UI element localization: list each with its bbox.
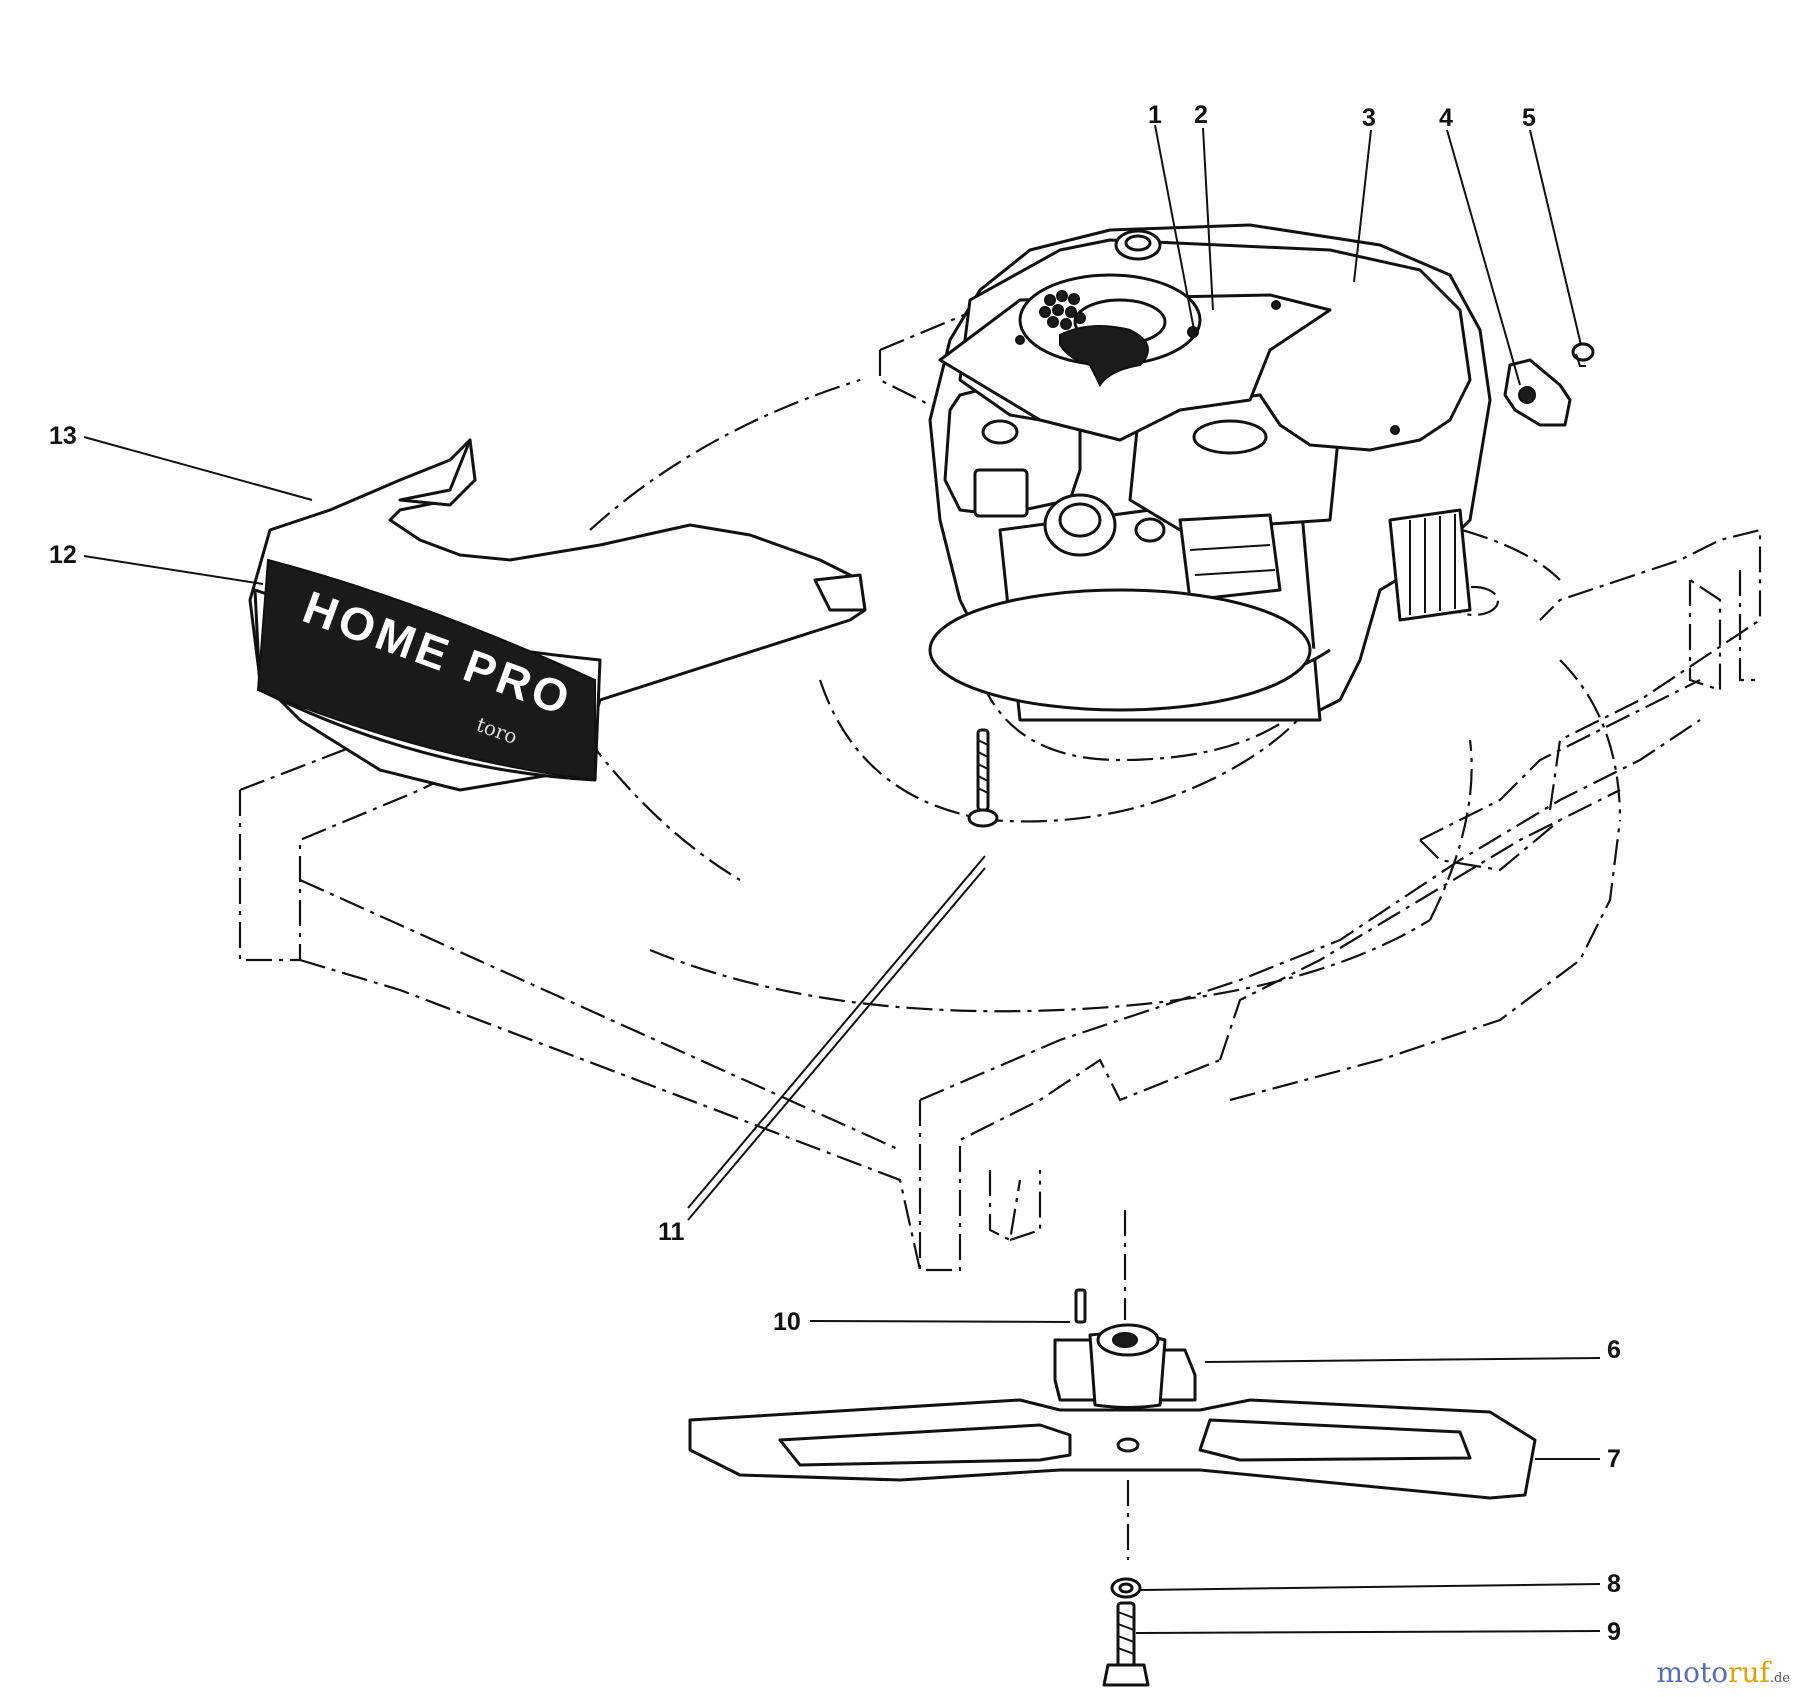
- callout-10: 10: [773, 1308, 801, 1336]
- callout-8: 8: [1607, 1570, 1621, 1598]
- callout-7: 7: [1607, 1445, 1621, 1473]
- screw: [1571, 342, 1595, 367]
- callout-2: 2: [1194, 101, 1208, 129]
- callouts: 1 2 3 4 5 6 7 8 9 10 11 12 13: [49, 101, 1621, 1646]
- callout-12: 12: [49, 541, 77, 569]
- washer: [1110, 1577, 1142, 1599]
- watermark-part-2: ruf: [1728, 1656, 1770, 1689]
- blade-bolt: [1102, 1601, 1150, 1687]
- callout-4: 4: [1439, 104, 1453, 132]
- callout-1: 1: [1148, 101, 1162, 129]
- callout-6: 6: [1607, 1336, 1621, 1364]
- watermark-logo: motoruf.de: [1657, 1656, 1790, 1689]
- callout-5: 5: [1522, 104, 1536, 132]
- callout-9: 9: [1607, 1618, 1621, 1646]
- watermark-part-1: moto: [1656, 1656, 1729, 1689]
- engine-shroud: [938, 229, 1472, 452]
- bracket: [1503, 358, 1572, 427]
- engine-bolt: [967, 728, 999, 828]
- mower-blade: [688, 1398, 1537, 1560]
- leader-lines: [83, 124, 1601, 1634]
- blade-adapter: [1053, 1210, 1197, 1409]
- mower-deck: [238, 253, 1762, 1272]
- watermark-part-3: .de: [1769, 1671, 1790, 1686]
- callout-11: 11: [658, 1218, 685, 1246]
- key: [1074, 1288, 1087, 1324]
- callout-13: 13: [49, 422, 77, 450]
- callout-3: 3: [1362, 104, 1376, 132]
